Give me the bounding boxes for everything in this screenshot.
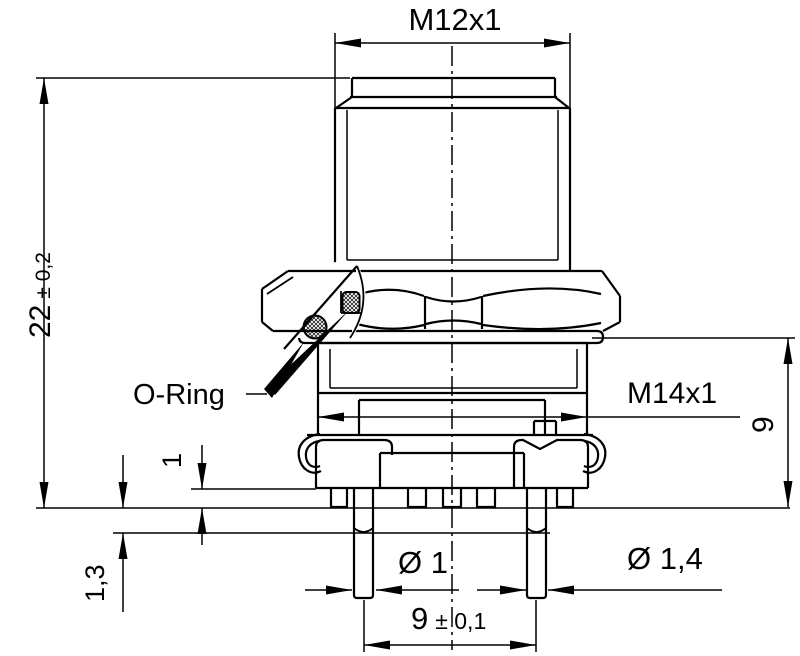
dimension-pin-shoulder-1-3: 1,3	[80, 455, 550, 612]
dimension-9-vertical: 9	[36, 337, 795, 509]
dimension-m14: M14x1	[318, 377, 740, 422]
dim-22-label: 22± 0,2	[24, 252, 57, 338]
hex-nut	[355, 269, 622, 332]
dimension-flange-standoff-1: 1	[157, 445, 316, 545]
dimension-height-22: 22± 0,2	[24, 77, 350, 508]
dimension-m12: M12x1	[334, 2, 571, 108]
dim-9-spacing-label: 9± 0,1	[411, 601, 486, 636]
dia-1-label: Ø 1	[398, 545, 448, 580]
dim-9-vertical-label: 9	[747, 416, 780, 433]
dia-1-4-label: Ø 1,4	[627, 541, 703, 576]
spring-clip-left	[297, 432, 322, 474]
oring-round-cross-section	[302, 314, 328, 340]
dimension-pin-diameter: Ø 1	[305, 545, 526, 595]
dim-1-label: 1	[157, 453, 187, 468]
dim-1-3-label: 1,3	[80, 564, 110, 602]
m12-label: M12x1	[408, 2, 501, 37]
flange-foot-right	[555, 488, 575, 509]
oring-leader-arrow-2	[267, 310, 349, 395]
dimension-pin-diameter-large: Ø 1,4	[548, 541, 722, 595]
mounting-flange	[297, 432, 607, 490]
m14-label: M14x1	[627, 377, 717, 410]
oring-callout: O-Ring	[133, 310, 349, 411]
dimension-pin-spacing: 9± 0,1	[363, 600, 537, 652]
spring-clip-right	[582, 432, 607, 474]
oring-cutaway-detail	[260, 262, 366, 350]
oring-label: O-Ring	[133, 379, 225, 411]
flange-foot-left	[329, 488, 349, 509]
oring-square-cross-section	[341, 291, 361, 314]
solder-pins	[352, 488, 548, 600]
